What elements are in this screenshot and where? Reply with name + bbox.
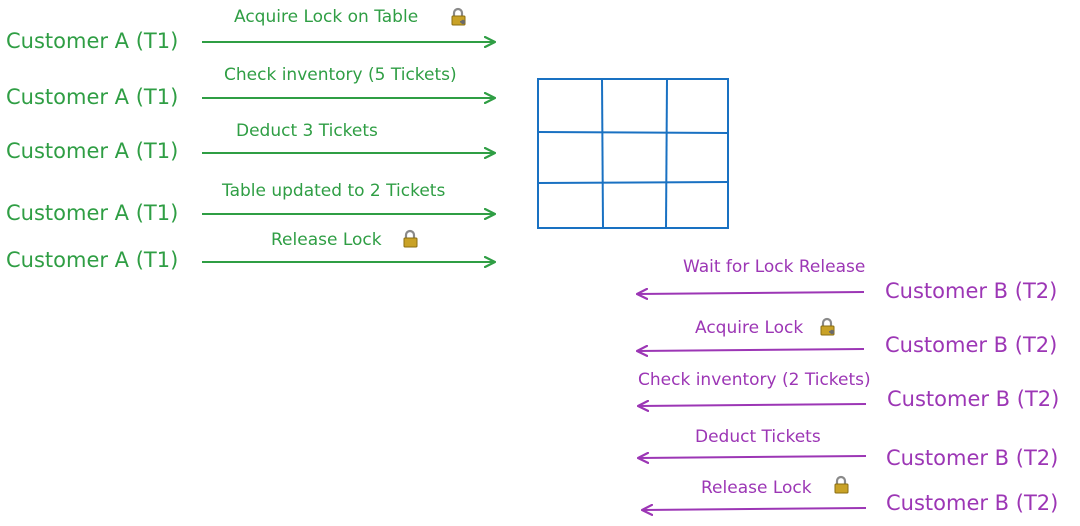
t2-step: Deduct Tickets Customer B (T2) <box>638 427 1058 470</box>
t1-actor-label: Customer A (T1) <box>6 201 178 225</box>
lock-with-key-icon <box>820 317 835 336</box>
table-col-divider <box>601 78 604 229</box>
t1-message-label: Table updated to 2 Tickets <box>221 181 445 201</box>
t2-message-label: Deduct Tickets <box>695 427 821 447</box>
t2-message-label: Check inventory (2 Tickets) <box>638 370 871 390</box>
t2-actor-label: Customer B (T2) <box>885 279 1057 303</box>
t1-step: Customer A (T1) Check inventory (5 Ticke… <box>6 65 495 109</box>
t1-actor-label: Customer A (T1) <box>6 29 178 53</box>
lock-icon <box>403 229 418 248</box>
t2-step: Wait for Lock Release Customer B (T2) <box>637 257 1057 303</box>
t2-actor-label: Customer B (T2) <box>886 446 1058 470</box>
t1-step: Customer A (T1) Table updated to 2 Ticke… <box>6 181 495 225</box>
t2-step: Release Lock Customer B (T2) <box>642 475 1058 515</box>
t1-message-label: Acquire Lock on Table <box>234 7 418 27</box>
table-col-divider <box>665 78 668 229</box>
t2-step: Check inventory (2 Tickets) Customer B (… <box>638 370 1059 411</box>
table-row-divider <box>537 181 729 184</box>
t2-arrow <box>637 292 865 294</box>
t1-step: Customer A (T1) Release Lock <box>6 229 495 272</box>
t2-arrow <box>637 349 865 351</box>
t2-message-label: Acquire Lock <box>695 318 803 338</box>
t2-actor-label: Customer B (T2) <box>885 333 1057 357</box>
t1-message-label: Release Lock <box>271 230 382 250</box>
t2-arrow <box>642 508 867 510</box>
t1-actor-label: Customer A (T1) <box>6 139 178 163</box>
t2-message-label: Wait for Lock Release <box>683 257 865 277</box>
t1-step: Customer A (T1) Acquire Lock on Table <box>6 7 495 53</box>
t2-actor-label: Customer B (T2) <box>887 387 1059 411</box>
t1-actor-label: Customer A (T1) <box>6 85 178 109</box>
table-row-divider <box>537 131 729 134</box>
lock-with-key-icon <box>451 7 466 26</box>
t2-actor-label: Customer B (T2) <box>886 491 1058 515</box>
t1-message-label: Deduct 3 Tickets <box>236 121 378 141</box>
table-outline <box>537 78 729 229</box>
t2-flow: Wait for Lock Release Customer B (T2) Ac… <box>637 257 1059 515</box>
t2-arrow <box>638 456 867 458</box>
t1-step: Customer A (T1) Deduct 3 Tickets <box>6 121 495 163</box>
t2-step: Acquire Lock Customer B (T2) <box>637 317 1057 357</box>
t1-actor-label: Customer A (T1) <box>6 248 178 272</box>
t1-message-label: Check inventory (5 Tickets) <box>224 65 457 85</box>
t2-arrow <box>638 404 867 406</box>
t2-message-label: Release Lock <box>701 478 812 498</box>
lock-icon <box>834 475 849 494</box>
database-table <box>537 78 729 229</box>
t1-flow: Customer A (T1) Acquire Lock on Table Cu… <box>6 7 495 272</box>
